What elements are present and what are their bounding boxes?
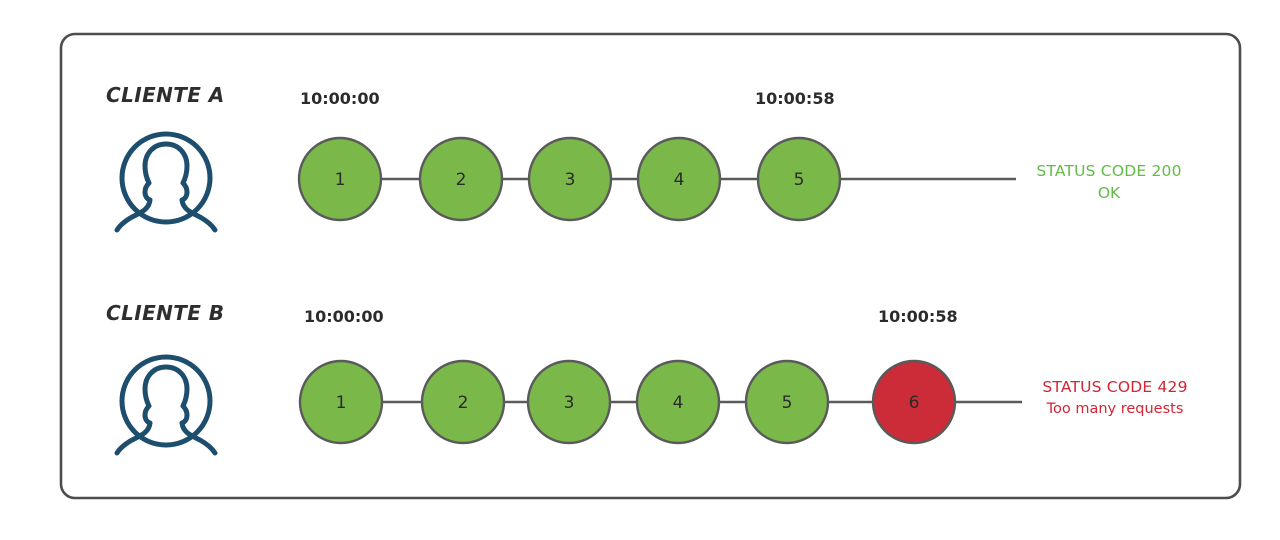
- node-a-1[interactable]: 1: [297, 136, 383, 222]
- node-a-5[interactable]: 5: [756, 136, 842, 222]
- node-a-1-label: 1: [335, 170, 346, 190]
- client-b-status-code: STATUS CODE 429: [1042, 378, 1187, 396]
- node-a-2[interactable]: 2: [418, 136, 504, 222]
- client-a-avatar: [114, 131, 218, 233]
- node-b-3[interactable]: 3: [526, 359, 612, 445]
- node-b-6-label: 6: [909, 393, 920, 413]
- node-b-6[interactable]: 6: [871, 359, 957, 445]
- client-a-time-end: 10:00:58: [755, 89, 835, 108]
- row-client-a: CLIENTE A 10:00:00 10:00:58 1 2: [106, 83, 1181, 233]
- node-b-5[interactable]: 5: [744, 359, 830, 445]
- client-b-avatar: [114, 354, 218, 456]
- node-b-1-label: 1: [336, 393, 347, 413]
- node-a-5-label: 5: [794, 170, 805, 190]
- client-b-status-text: Too many requests: [1046, 401, 1184, 417]
- node-b-4[interactable]: 4: [635, 359, 721, 445]
- client-a-label: CLIENTE A: [106, 83, 225, 107]
- node-a-4[interactable]: 4: [636, 136, 722, 222]
- client-b-time-end: 10:00:58: [878, 307, 958, 326]
- node-a-4-label: 4: [674, 170, 685, 190]
- node-a-2-label: 2: [456, 170, 467, 190]
- node-b-5-label: 5: [782, 393, 793, 413]
- node-a-3-label: 3: [565, 170, 576, 190]
- node-b-3-label: 3: [564, 393, 575, 413]
- client-a-status-code: STATUS CODE 200: [1036, 162, 1181, 180]
- client-b-time-start: 10:00:00: [304, 307, 384, 326]
- node-b-2-label: 2: [458, 393, 469, 413]
- node-b-2[interactable]: 2: [420, 359, 506, 445]
- node-b-4-label: 4: [673, 393, 684, 413]
- client-b-label: CLIENTE B: [106, 301, 224, 325]
- row-client-b: CLIENTE B 10:00:00 10:00:58 1 2: [106, 301, 1187, 456]
- node-b-1[interactable]: 1: [298, 359, 384, 445]
- client-a-time-start: 10:00:00: [300, 89, 380, 108]
- client-a-status-text: OK: [1098, 184, 1121, 202]
- node-a-3[interactable]: 3: [527, 136, 613, 222]
